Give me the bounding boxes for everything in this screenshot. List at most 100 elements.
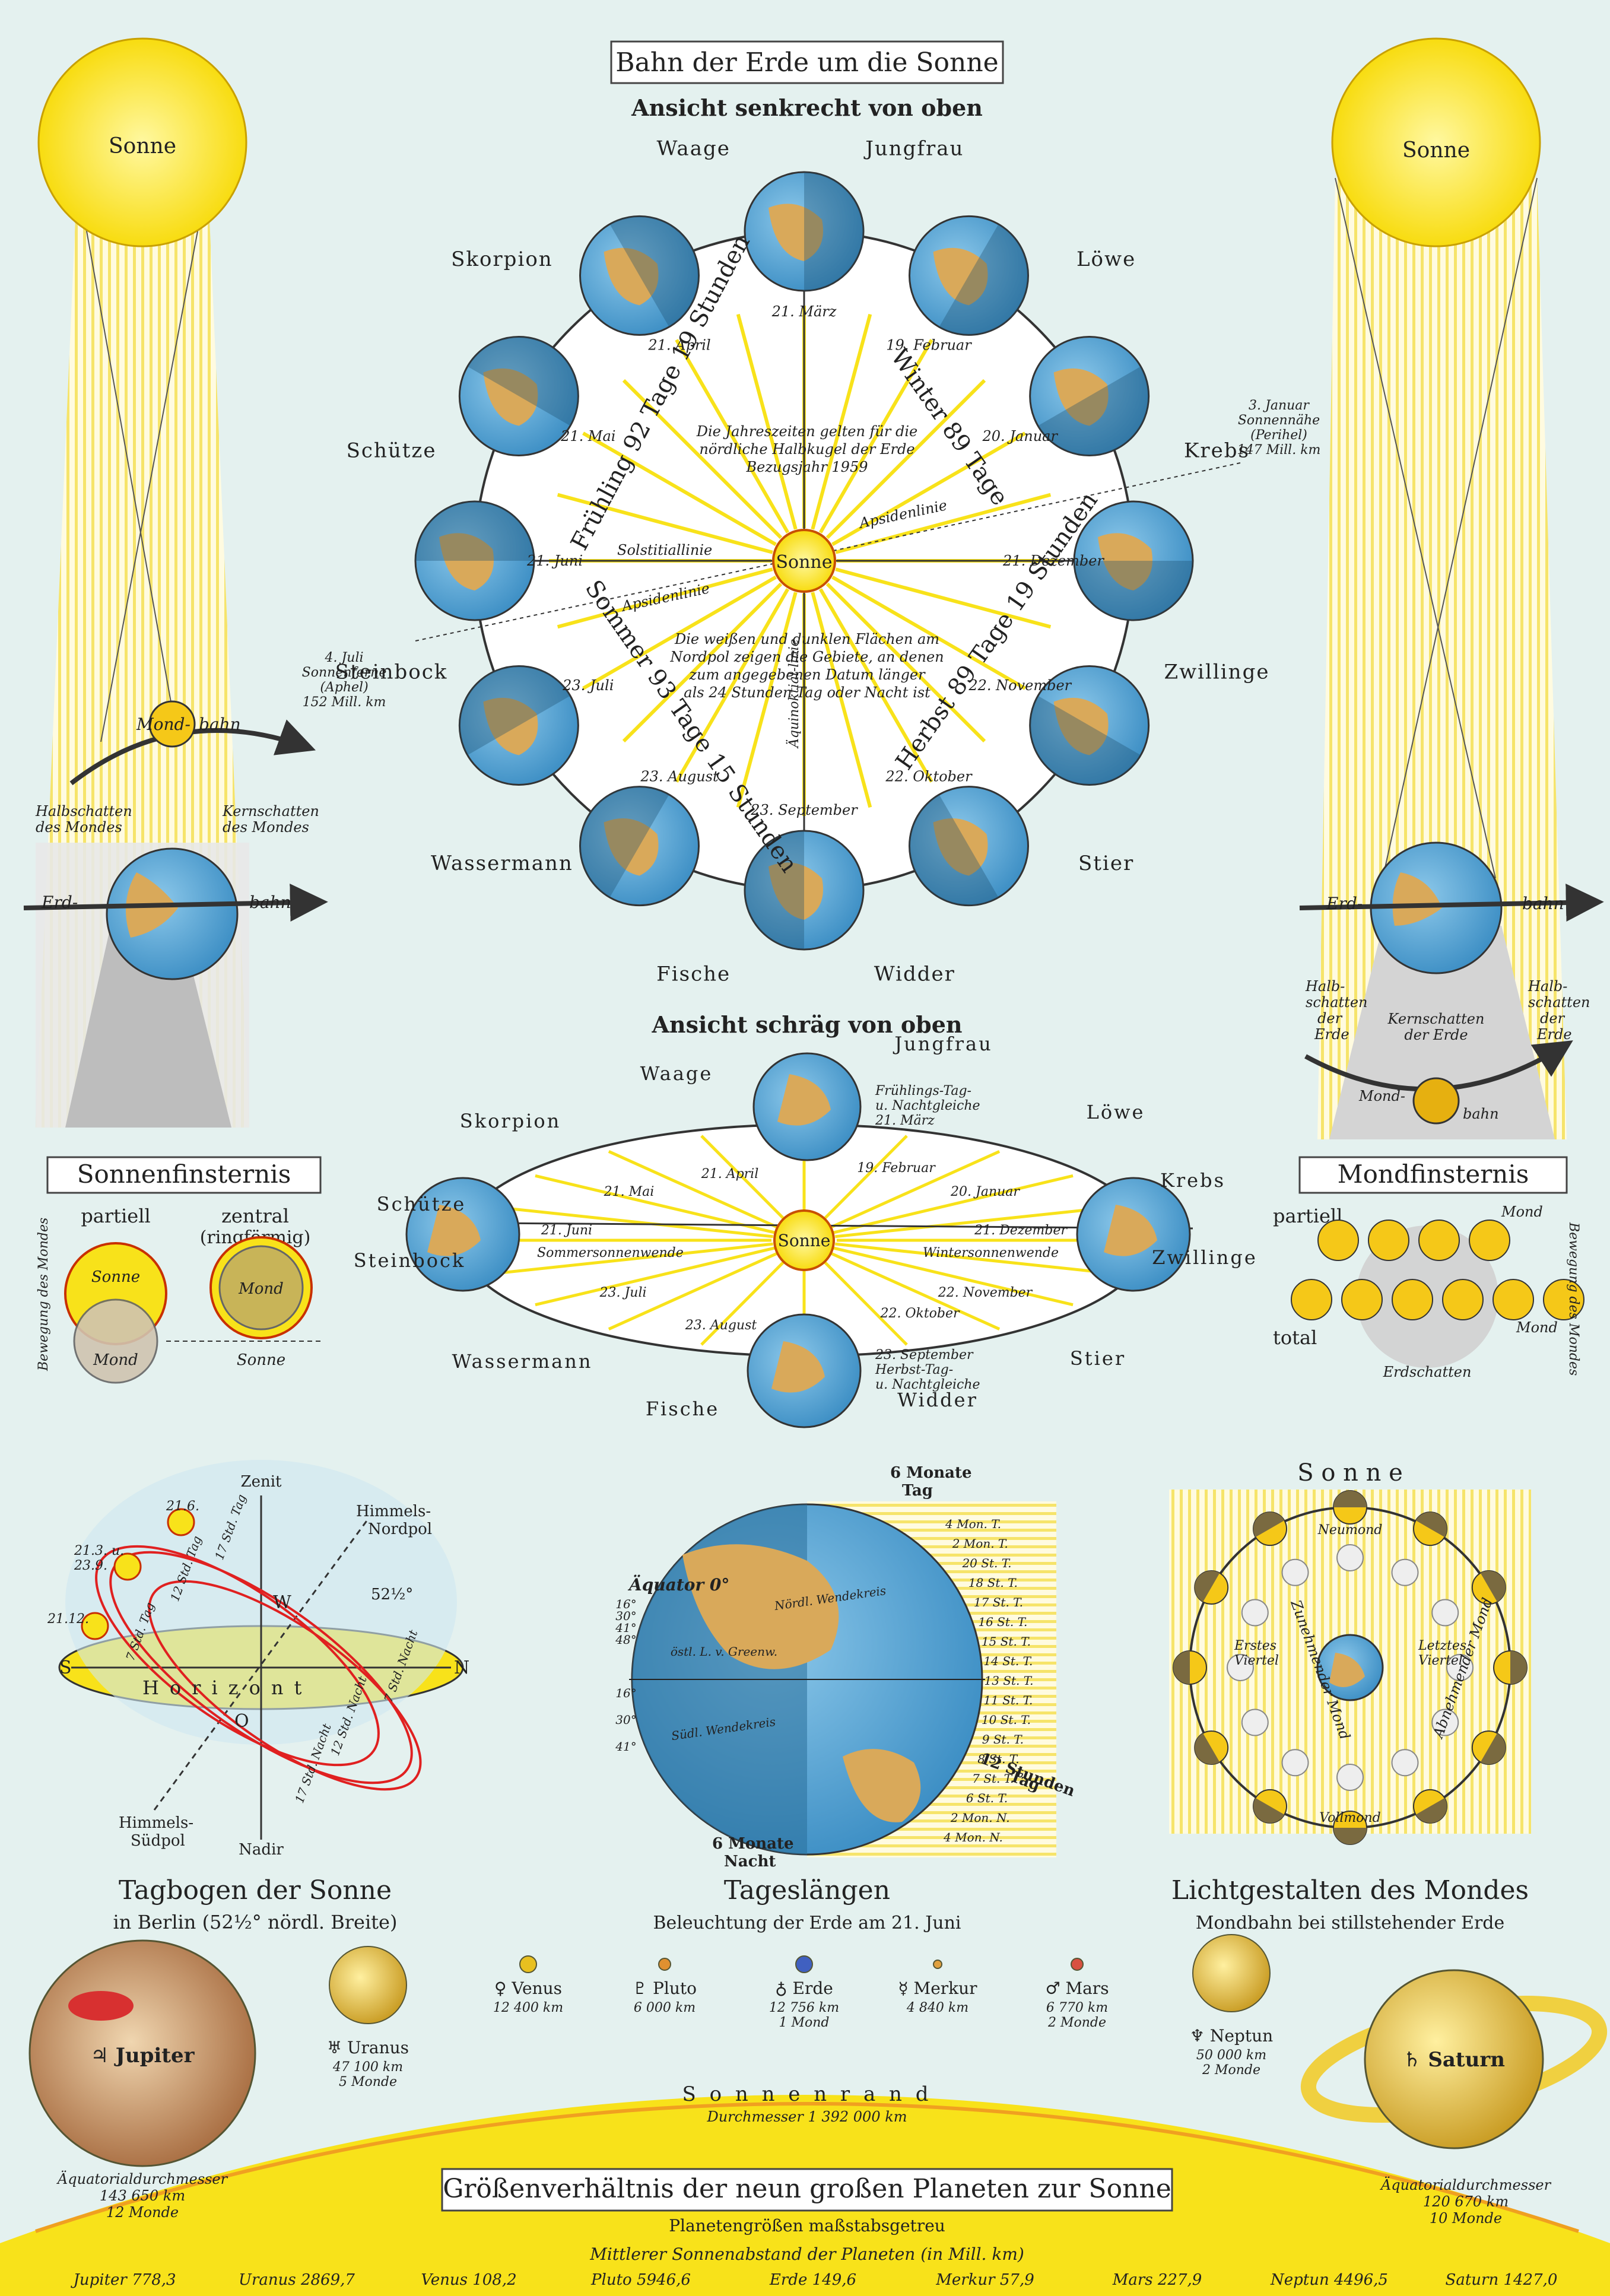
saturn-info-1: Äquatorialdurchmesser xyxy=(1380,2176,1552,2193)
seen-moon-phase xyxy=(1431,1708,1459,1736)
oblique-ray xyxy=(700,1135,795,1230)
orbit-moon-shadow xyxy=(1510,1651,1527,1684)
saturn-info-3: 10 Monde xyxy=(1430,2210,1502,2227)
distance-title: Mittlerer Sonnenabstand der Planeten (in… xyxy=(589,2244,1024,2264)
planet-distance: Neptun 4496,5 xyxy=(1270,2271,1388,2289)
seen-moon-phase xyxy=(1241,1599,1269,1627)
oblique-date-label: 21. Mai xyxy=(604,1184,655,1199)
oblique-ray xyxy=(823,1248,1001,1330)
day-length-title: Tageslängen xyxy=(724,1875,890,1906)
sun-label-left: Sonne xyxy=(109,134,176,158)
zodiac-label: Steinbock xyxy=(335,660,448,684)
full-moon-label: Vollmond xyxy=(1319,1811,1381,1825)
seen-moon-phase xyxy=(1227,1654,1254,1681)
date-216: 21.6. xyxy=(166,1499,199,1514)
sun-ray xyxy=(818,588,933,783)
orbit-date-label: 23. August xyxy=(640,768,719,785)
lunar-moon-total xyxy=(1543,1279,1584,1320)
globe-land xyxy=(933,818,988,876)
solar-central-1: zentral xyxy=(221,1205,289,1227)
earth-name: ♁ Erde xyxy=(775,1979,833,1998)
hour-label: 10 St. T. xyxy=(982,1713,1031,1727)
moon-left xyxy=(148,700,196,748)
aphel-4: 152 Mill. km xyxy=(303,695,386,710)
lunar-moon-total xyxy=(1442,1279,1484,1320)
note-seasons-3: Bezugsjahr 1959 xyxy=(745,459,868,475)
earth-orbit-r-1: Erd- xyxy=(1326,894,1363,913)
date-2112: 21.12. xyxy=(47,1612,89,1627)
orbit-moon-shadow xyxy=(1333,1828,1367,1844)
globe-land xyxy=(769,862,823,920)
oblique-ray xyxy=(830,1246,1074,1307)
uranus-name: ♅ Uranus xyxy=(327,2038,409,2057)
globe-night-side xyxy=(909,795,999,906)
oblique-ray xyxy=(813,1250,908,1346)
main-title: Bahn der Erde um die Sonne xyxy=(615,47,998,78)
autumn-eq-2: Herbst-Tag- xyxy=(875,1363,953,1377)
sun-top-label: Sonne xyxy=(776,552,832,573)
orbit-moon-shadow xyxy=(1195,1571,1220,1602)
zodiac-label: Krebs xyxy=(1184,439,1250,463)
perihel-3: (Perihel) xyxy=(1250,428,1307,443)
globe-night-side xyxy=(467,336,579,426)
globe-night-side xyxy=(1038,366,1149,456)
planet-distance: Merkur 57,9 xyxy=(935,2271,1034,2289)
hour-label: 18 St. T. xyxy=(968,1576,1018,1590)
seen-moon-phase xyxy=(1391,1749,1419,1777)
saturn-name: ♄ Saturn xyxy=(1403,2048,1505,2072)
sun-ray xyxy=(622,582,783,743)
jupiter-info-2: 143 650 km xyxy=(100,2187,185,2204)
hour-label: 2 Mon. T. xyxy=(952,1536,1008,1551)
dir-w: W xyxy=(273,1592,291,1613)
mercury-disc xyxy=(933,1960,942,1969)
oblique-ray xyxy=(830,1174,1074,1235)
dl-bottom-1: 6 Monate xyxy=(712,1835,794,1853)
sun-diameter-label: Durchmesser 1 392 000 km xyxy=(706,2108,907,2125)
equator-label: Äquator 0° xyxy=(627,1574,729,1595)
mars-info-2: 2 Monde xyxy=(1047,2015,1106,2030)
sun-ray xyxy=(622,379,783,539)
oblique-ray xyxy=(813,1135,908,1230)
solar-partial-sun: Sonne xyxy=(91,1268,140,1286)
lunar-moon-orbit-1: Mond- xyxy=(1358,1088,1405,1104)
penumbra-moon-2: des Mondes xyxy=(36,819,122,836)
day-length-subtitle: Beleuchtung der Erde am 21. Juni xyxy=(653,1913,961,1933)
bottom-title: Größenverhältnis der neun großen Planete… xyxy=(443,2174,1171,2204)
seen-moon-phase xyxy=(1431,1599,1459,1627)
oblique-zodiac-label: Schütze xyxy=(377,1193,466,1215)
latitude-label: 30° xyxy=(615,1609,636,1623)
earth-disc xyxy=(795,1955,813,1973)
solar-central-sun: Sonne xyxy=(237,1351,285,1369)
sun-ray xyxy=(557,493,773,554)
lunar-moon-partial xyxy=(1469,1220,1510,1261)
view-top-title: Ansicht senkrecht von oben xyxy=(631,94,983,121)
sun-ray xyxy=(831,575,1026,690)
moon-phases-subtitle: Mondbahn bei stillstehender Erde xyxy=(1196,1913,1505,1933)
lunar-penumbra-l-4: Erde xyxy=(1314,1026,1349,1043)
note-polar-1: Die weißen und dunklen Flächen am xyxy=(674,631,939,647)
sun-oblique-label: Sonne xyxy=(778,1231,831,1250)
globe-land xyxy=(1098,533,1152,590)
globe-land xyxy=(1053,697,1109,755)
latitude-label: 41° xyxy=(615,1739,636,1754)
hour-label: 4 Mon. N. xyxy=(943,1830,1003,1844)
orbit-oblique-view: Sonne xyxy=(405,1052,1193,1428)
sun-ray xyxy=(811,592,872,808)
aphel-3: (Aphel) xyxy=(320,680,368,695)
date-213: 21.3. u. xyxy=(74,1544,124,1558)
globe-night-side xyxy=(1030,696,1141,785)
globe-night-side xyxy=(415,501,534,561)
lunar-penumbra-r-2: schatten xyxy=(1528,994,1590,1011)
spring-eq-3: 21. März xyxy=(875,1113,935,1128)
seen-moon-phase xyxy=(1336,1544,1364,1571)
neptune-disc xyxy=(1192,1934,1271,2012)
note-seasons-2: nördliche Halbkugel der Erde xyxy=(699,441,914,458)
lunar-penumbra-l-1: Halb- xyxy=(1305,978,1345,995)
planet-distance: Erde 149,6 xyxy=(769,2271,856,2289)
day-arc-diagram xyxy=(58,1460,464,1840)
globe-night-side xyxy=(745,831,804,949)
spring-eq-2: u. Nachtgleiche xyxy=(875,1098,980,1113)
earth-shadow-label: Erdschatten xyxy=(1383,1364,1472,1380)
first-quarter-2: Viertel xyxy=(1234,1653,1279,1668)
